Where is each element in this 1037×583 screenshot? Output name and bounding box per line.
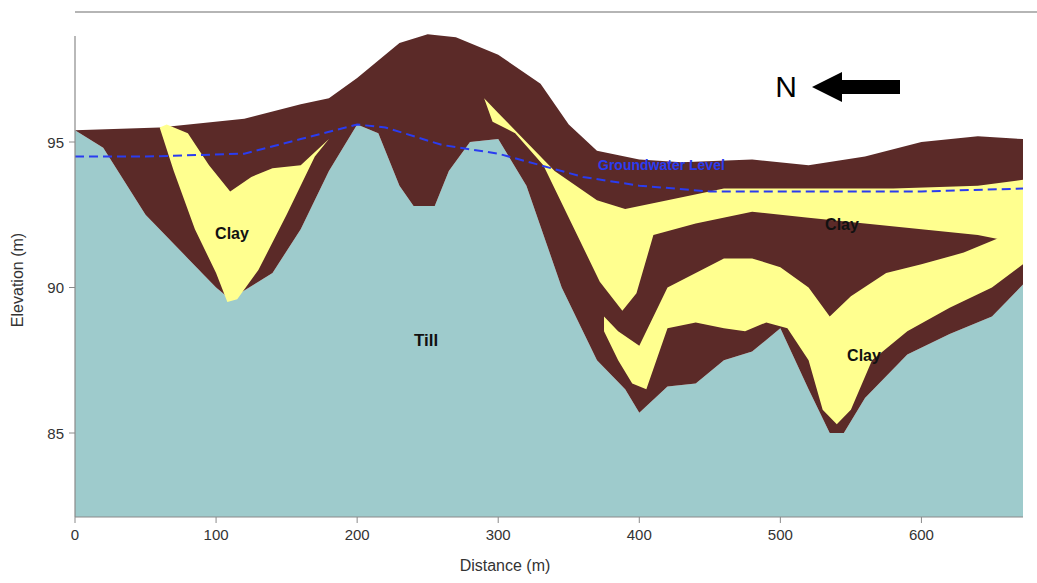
tick-label: 400 [627,526,652,543]
clay-region: Clay [211,222,253,246]
tick-label: 500 [768,526,793,543]
north-label: N [775,70,797,104]
clay-region: Clay [843,344,885,368]
tick-label: 95 [47,134,64,151]
region-label: Clay [847,347,881,365]
tick-label: 200 [345,526,370,543]
x-axis [75,516,1023,517]
axis-title: Distance (m) [460,557,551,575]
clay-layer [604,229,1023,424]
x-tick [216,517,217,523]
tick-label: 0 [71,526,79,543]
axis-title: Elevation (m) [9,233,27,327]
groundwater-line [75,125,1023,192]
tick-label: 100 [204,526,229,543]
tick-label: 90 [47,279,64,296]
clay-region: Clay [821,213,863,237]
soil-layer [75,34,1023,433]
x-tick [921,517,922,523]
till-region: Till [410,328,442,354]
x-tick [498,517,499,523]
x-tick [357,517,358,523]
x-tick [780,517,781,523]
tick-label: 300 [486,526,511,543]
tick-label: 85 [47,425,64,442]
y-axis [74,36,75,517]
region-label: Clay [825,216,859,234]
x-tick [75,517,76,523]
region-label: Till [414,331,438,351]
y-tick [69,142,75,143]
north-arrow [812,72,900,102]
clay-layer [160,125,329,303]
groundwater-label: Groundwater Level [598,157,725,173]
x-tick [639,517,640,523]
region-label: Clay [215,225,249,243]
top-rule [75,11,1037,13]
y-tick [69,433,75,434]
tick-label: 600 [909,526,934,543]
y-tick [69,287,75,288]
